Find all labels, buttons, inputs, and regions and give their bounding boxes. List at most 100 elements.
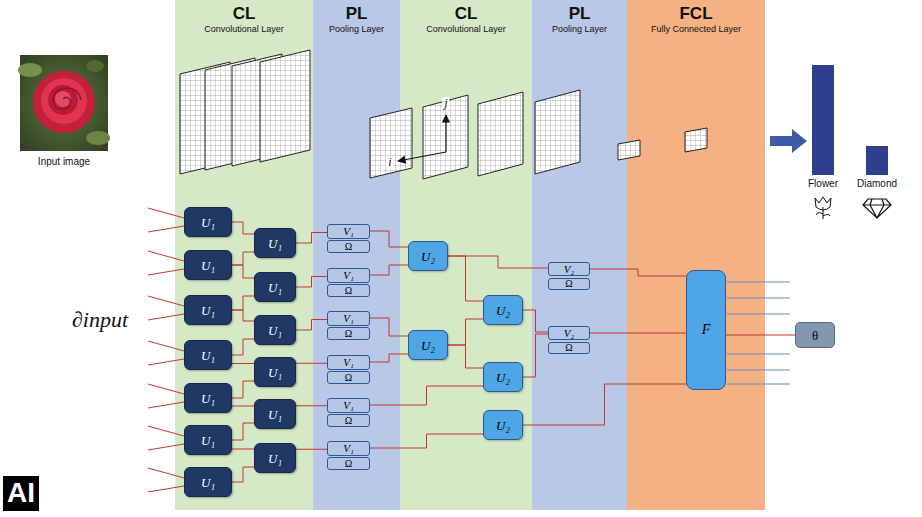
conv-unit: U₁ (184, 383, 232, 413)
input-image-picture (18, 55, 110, 151)
omega-label: Ω (345, 373, 352, 383)
connector (232, 252, 254, 265)
input-lines (148, 208, 184, 218)
axis-arrows (445, 115, 446, 152)
image-caption: Input image (38, 156, 90, 167)
pool-unit: V₁ (327, 441, 370, 456)
connector-group (232, 222, 795, 482)
layer-band-fill (313, 0, 400, 510)
connector (370, 231, 408, 247)
conv-unit: U₂ (408, 241, 448, 271)
pool-unit: V₁ (327, 355, 370, 370)
connector (296, 233, 327, 244)
input-lines (148, 384, 184, 394)
conv-unit: U₂ (483, 295, 523, 325)
input-image-picture (41, 78, 87, 124)
unit-label: U₁ (268, 452, 282, 465)
omega-label: Ω (345, 286, 352, 296)
omega-box: Ω (548, 342, 590, 354)
connector (296, 405, 327, 406)
connector (370, 354, 408, 362)
pool-unit: V₁ (327, 398, 370, 413)
unit-label: V₁ (343, 313, 354, 324)
layer-name: Convolutional Layer (426, 25, 506, 34)
omega-box: Ω (327, 371, 370, 384)
result-arrow (770, 129, 807, 153)
omega-label: Ω (345, 242, 352, 252)
conv-unit: U₂ (483, 410, 523, 440)
unit-label: U₁ (268, 366, 282, 379)
feature-map-sheets (478, 92, 523, 176)
pool-unit: V₁ (327, 268, 370, 283)
unit-label: U₁ (201, 392, 215, 405)
input-image-picture (53, 88, 81, 109)
unit-label: U₂ (496, 371, 510, 384)
pool-unit: V₂ (548, 326, 590, 340)
conv-unit: U₁ (254, 228, 296, 258)
unit-label: U₁ (268, 324, 282, 337)
unit-label: U₁ (268, 237, 282, 250)
omega-label: Ω (565, 343, 572, 353)
unit-label: U₁ (201, 259, 215, 272)
omega-label: Ω (345, 416, 352, 426)
result-arrow (770, 129, 807, 153)
conv-unit: U₁ (184, 340, 232, 370)
connector (232, 406, 254, 407)
input-lines (148, 296, 184, 306)
connector (232, 423, 254, 440)
conv-unit: U₁ (254, 443, 296, 473)
output-lines (727, 282, 790, 384)
connector (232, 363, 254, 364)
unit-label: U₁ (268, 408, 282, 421)
connector (370, 265, 408, 275)
layer-abbrev: CL (455, 5, 478, 22)
input-lines (148, 208, 184, 492)
score-bars (866, 146, 888, 175)
layer-band: PL Pooling LayerV₂ Ω V₂ Ω (532, 0, 627, 510)
conv-unit: U₁ (254, 399, 296, 429)
connector (523, 310, 548, 332)
layer-band: CL Convolutional LayerU₂ U₂ U₂ U₂ U₂ (400, 0, 532, 510)
feature-map-sheets (685, 128, 707, 152)
pool-unit: V₂ (548, 262, 590, 276)
output-lines (727, 354, 790, 355)
layer-band-fill (627, 0, 765, 510)
output-lines (727, 298, 790, 299)
layer-abbrev: PL (569, 5, 591, 22)
class-label: Diamond (857, 178, 897, 189)
unit-label: U₁ (201, 216, 215, 229)
connector (370, 386, 483, 405)
unit-label: U₁ (201, 434, 215, 447)
connector (523, 334, 548, 377)
flower-icon (815, 197, 831, 219)
layer-band: FCLFully Connected LayerF (627, 0, 765, 510)
pool-unit: V₁ (327, 311, 370, 326)
unit-label: U₁ (201, 349, 215, 362)
omega-box: Ω (548, 278, 590, 290)
omega-label: Ω (345, 329, 352, 339)
conv-unit: U₂ (408, 330, 448, 360)
score-bars (812, 65, 888, 175)
input-image-picture (18, 63, 42, 77)
feature-map-sheets (180, 50, 707, 179)
layer-band-fill (532, 0, 627, 510)
unit-label: U₂ (421, 339, 435, 352)
connector (296, 363, 327, 364)
connector (296, 277, 327, 288)
connector (232, 296, 254, 310)
input-image-picture (86, 60, 104, 72)
input-gradient-label: ∂input (72, 308, 128, 332)
input-lines (148, 269, 184, 275)
input-lines (148, 426, 184, 436)
conv-unit: U₁ (184, 250, 232, 280)
conv-unit: U₁ (184, 295, 232, 325)
unit-label: U₁ (201, 304, 215, 317)
unit-label: V₁ (343, 400, 354, 411)
conv-unit: U₁ (184, 467, 232, 497)
omega-box: Ω (327, 284, 370, 297)
omega-label: Ω (345, 459, 352, 469)
layer-name: Pooling Layer (552, 25, 607, 34)
